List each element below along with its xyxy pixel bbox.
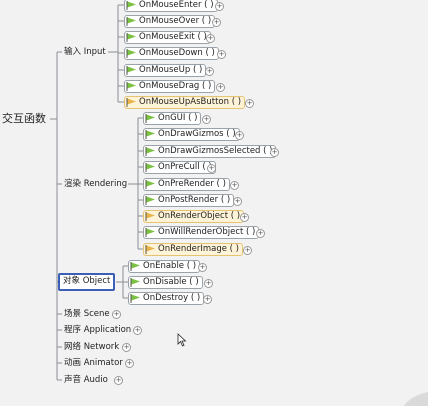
plus-circle-icon[interactable]: + xyxy=(233,197,242,206)
event-label: OnRenderImage ( ) xyxy=(158,244,239,254)
flag-icon xyxy=(145,114,155,123)
plus-circle-icon[interactable]: + xyxy=(256,229,265,238)
plus-circle-icon[interactable]: + xyxy=(235,131,244,140)
expand-animator-icon[interactable]: + xyxy=(125,359,134,368)
input-event-node[interactable]: OnMouseUpAsButton ( ) xyxy=(124,96,246,109)
object-event-node[interactable]: OnDisable ( ) xyxy=(128,276,203,289)
flag-icon xyxy=(145,196,155,205)
object-event-node[interactable]: OnDestroy ( ) xyxy=(128,292,205,305)
plus-circle-icon[interactable]: + xyxy=(243,246,252,255)
plus-circle-icon[interactable]: + xyxy=(216,83,225,92)
plus-circle-icon[interactable]: + xyxy=(245,99,254,108)
event-label: OnMouseUp ( ) xyxy=(139,65,203,75)
rendering-event-node[interactable]: OnRenderImage ( ) xyxy=(143,243,243,256)
category-rendering[interactable]: 渲染 Rendering xyxy=(64,179,128,189)
input-event-node[interactable]: OnMouseOver ( ) xyxy=(124,15,216,28)
flag-icon xyxy=(126,82,136,91)
corner-decoration-icon xyxy=(404,392,428,406)
event-label: OnRenderObject ( ) xyxy=(158,211,241,221)
plus-circle-icon[interactable]: + xyxy=(204,279,213,288)
rendering-event-node[interactable]: OnDrawGizmos ( ) xyxy=(143,128,240,141)
input-event-node[interactable]: OnMouseExit ( ) xyxy=(124,31,211,44)
plus-circle-icon[interactable]: + xyxy=(205,67,214,76)
expand-audio-icon[interactable]: + xyxy=(114,376,123,385)
flag-icon xyxy=(145,245,155,254)
input-event-node[interactable]: OnMouseDrag ( ) xyxy=(124,80,216,93)
flag-icon xyxy=(126,98,136,107)
rendering-event-node[interactable]: OnWillRenderObject ( ) xyxy=(143,226,260,239)
event-label: OnEnable ( ) xyxy=(143,261,197,271)
plus-circle-icon[interactable]: + xyxy=(202,115,211,124)
event-label: OnMouseUpAsButton ( ) xyxy=(139,97,242,107)
rendering-event-node[interactable]: OnPostRender ( ) xyxy=(143,194,235,207)
event-label: OnPreRender ( ) xyxy=(158,179,226,189)
flag-icon xyxy=(130,278,140,287)
category-network[interactable]: 网络 Network xyxy=(64,342,120,352)
flag-icon xyxy=(145,130,155,139)
flag-icon xyxy=(126,49,136,58)
rendering-event-node[interactable]: OnDrawGizmosSelected ( ) xyxy=(143,145,277,158)
event-label: OnPostRender ( ) xyxy=(158,195,231,205)
category-audio[interactable]: 声音 Audio xyxy=(64,375,108,385)
flag-icon xyxy=(126,17,136,26)
input-event-node[interactable]: OnMouseEnter ( ) xyxy=(124,0,218,12)
flag-icon xyxy=(126,33,136,42)
event-label: OnDrawGizmosSelected ( ) xyxy=(158,146,273,156)
plus-circle-icon[interactable]: + xyxy=(198,263,207,272)
event-label: OnDisable ( ) xyxy=(143,277,199,287)
plus-circle-icon[interactable]: + xyxy=(212,18,221,27)
plus-circle-icon[interactable]: + xyxy=(215,2,224,11)
flag-icon xyxy=(145,147,155,156)
flag-icon xyxy=(126,1,136,10)
plus-circle-icon[interactable]: + xyxy=(230,181,239,190)
flag-icon xyxy=(130,262,140,271)
plus-circle-icon[interactable]: + xyxy=(207,164,216,173)
flag-icon xyxy=(145,163,155,172)
event-label: OnDestroy ( ) xyxy=(143,293,201,303)
rendering-event-node[interactable]: OnPreCull ( ) xyxy=(143,161,216,174)
root-node[interactable]: 交互函数 xyxy=(0,111,48,127)
flag-icon xyxy=(145,180,155,189)
category-input[interactable]: 输入 Input xyxy=(64,47,106,57)
event-label: OnDrawGizmos ( ) xyxy=(158,129,236,139)
plus-circle-icon[interactable]: + xyxy=(217,50,226,59)
rendering-event-node[interactable]: OnPreRender ( ) xyxy=(143,178,230,191)
category-object[interactable]: 对象 Object xyxy=(58,273,116,291)
flag-icon xyxy=(130,294,140,303)
plus-circle-icon[interactable]: + xyxy=(206,34,215,43)
rendering-event-node[interactable]: OnRenderObject ( ) xyxy=(143,210,245,223)
event-label: OnPreCull ( ) xyxy=(158,162,212,172)
expand-network-icon[interactable]: + xyxy=(122,343,131,352)
event-label: OnGUI ( ) xyxy=(158,113,198,123)
category-application[interactable]: 程序 Application xyxy=(64,325,132,335)
object-event-node[interactable]: OnEnable ( ) xyxy=(128,260,201,273)
flag-icon xyxy=(145,212,155,221)
rendering-event-node[interactable]: OnGUI ( ) xyxy=(143,112,202,125)
input-event-node[interactable]: OnMouseUp ( ) xyxy=(124,64,207,77)
event-label: OnMouseEnter ( ) xyxy=(139,0,214,10)
flag-icon xyxy=(126,66,136,75)
flag-icon xyxy=(145,228,155,237)
expand-scene-icon[interactable]: + xyxy=(112,310,121,319)
event-label: OnWillRenderObject ( ) xyxy=(158,227,256,237)
mouse-cursor-icon xyxy=(177,333,187,347)
event-label: OnMouseOver ( ) xyxy=(139,16,212,26)
input-event-node[interactable]: OnMouseDown ( ) xyxy=(124,47,219,60)
event-label: OnMouseExit ( ) xyxy=(139,32,207,42)
category-animator[interactable]: 动画 Animator xyxy=(64,358,123,368)
expand-application-icon[interactable]: + xyxy=(133,326,142,335)
plus-circle-icon[interactable]: + xyxy=(240,213,249,222)
category-scene[interactable]: 场景 Scene xyxy=(64,309,110,319)
event-label: OnMouseDrag ( ) xyxy=(139,81,212,91)
plus-circle-icon[interactable]: + xyxy=(203,295,212,304)
event-label: OnMouseDown ( ) xyxy=(139,48,215,58)
plus-circle-icon[interactable]: + xyxy=(270,148,279,157)
